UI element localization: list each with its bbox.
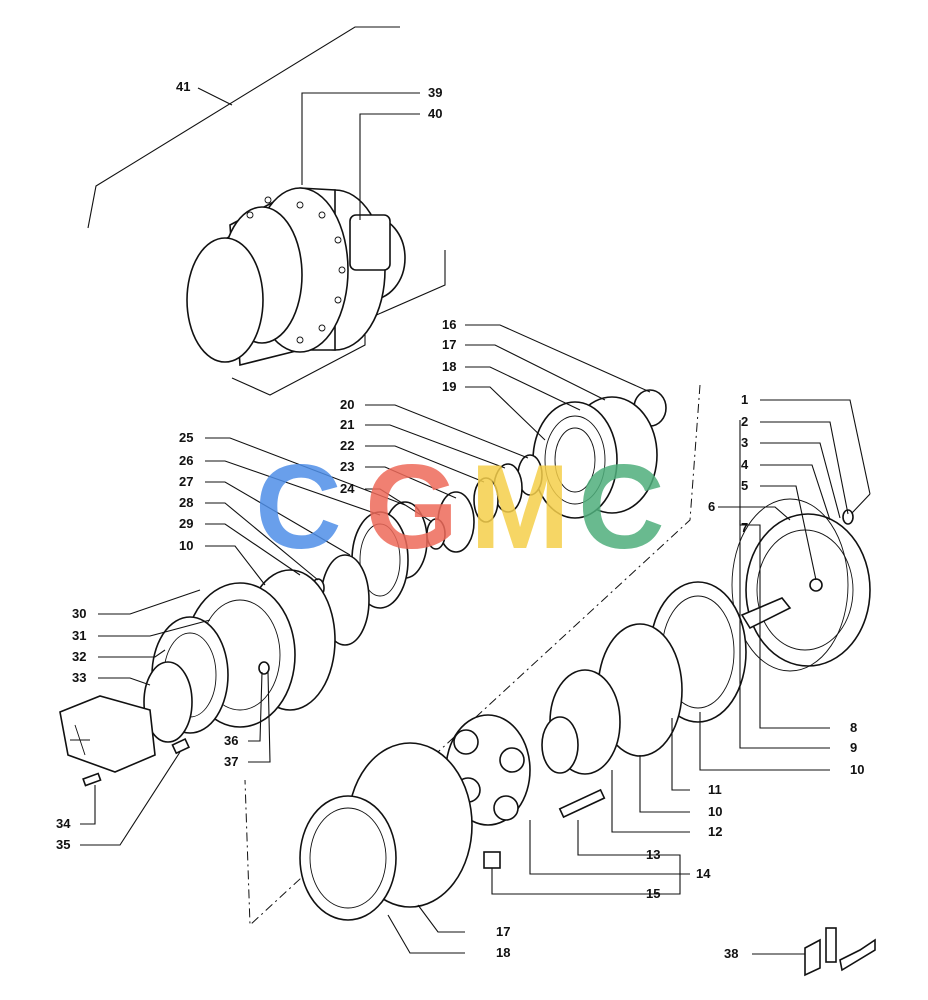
callout-16: 17 — [496, 924, 510, 939]
watermark-letter-c2: C — [578, 440, 665, 574]
callout-34: 32 — [72, 649, 86, 664]
callout-15: 15 — [646, 886, 660, 901]
callout-6: 6 — [708, 499, 715, 514]
callout-32: 30 — [72, 606, 86, 621]
end-cover — [731, 493, 871, 672]
callout-17: 18 — [496, 945, 510, 960]
callout-30: 28 — [179, 495, 193, 510]
travel-motor-assembly — [186, 187, 406, 367]
callout-22: 20 — [340, 397, 354, 412]
callout-40: 38 — [724, 946, 738, 961]
watermark-letter-m: M — [470, 440, 570, 574]
callout-14: 14 — [696, 866, 711, 881]
callout-27: 25 — [179, 430, 193, 445]
callout-8: 8 — [850, 720, 857, 735]
valve-block — [59, 695, 191, 787]
hub-housing — [532, 389, 667, 519]
callout-42: 40 — [428, 106, 442, 121]
gear-train — [541, 581, 792, 775]
callout-18: 16 — [442, 317, 456, 332]
callout-19: 17 — [442, 337, 456, 352]
callout-7: 7 — [741, 520, 748, 535]
callout-labels: 41 39 40 16 17 18 19 20 21 22 23 24 25 2… — [56, 79, 864, 961]
callout-41: 39 — [428, 85, 442, 100]
callout-36: 34 — [56, 816, 71, 831]
callout-38: 36 — [224, 733, 238, 748]
callout-4: 4 — [741, 457, 749, 472]
callout-21: 19 — [442, 379, 456, 394]
part-40-icon — [804, 927, 876, 977]
callout-31: 29 — [179, 516, 193, 531]
callout-39: 37 — [224, 754, 238, 769]
callout-10-right: 10 — [850, 762, 864, 777]
callout-24: 22 — [340, 438, 354, 453]
callout-43: 41 — [176, 79, 190, 94]
watermark-letter-c1: C — [255, 440, 342, 574]
leader-lines — [80, 87, 871, 955]
callout-3: 3 — [741, 435, 748, 450]
callout-35: 33 — [72, 670, 86, 685]
subassembly-boundary — [244, 384, 701, 927]
callout-11: 11 — [708, 782, 722, 797]
watermark-logo: C G M C — [255, 440, 665, 574]
callout-2: 2 — [741, 414, 748, 429]
callout-25: 23 — [340, 459, 354, 474]
callout-1: 1 — [741, 392, 748, 407]
callout-28: 26 — [179, 453, 193, 468]
watermark-letter-g: G — [365, 440, 458, 574]
callout-13: 13 — [646, 847, 660, 862]
callout-12: 12 — [708, 824, 722, 839]
callout-5: 5 — [741, 478, 748, 493]
callout-26: 24 — [340, 481, 355, 496]
callout-29: 27 — [179, 474, 193, 489]
callout-37: 35 — [56, 837, 70, 852]
callout-9: 9 — [850, 740, 857, 755]
drum-housing — [299, 742, 473, 921]
callout-10-left: 10 — [179, 538, 193, 553]
callout-20: 18 — [442, 359, 456, 374]
callout-23: 21 — [340, 417, 354, 432]
motor-housing — [143, 569, 336, 743]
callout-33: 31 — [72, 628, 86, 643]
callout-10-lower: 10 — [708, 804, 722, 819]
